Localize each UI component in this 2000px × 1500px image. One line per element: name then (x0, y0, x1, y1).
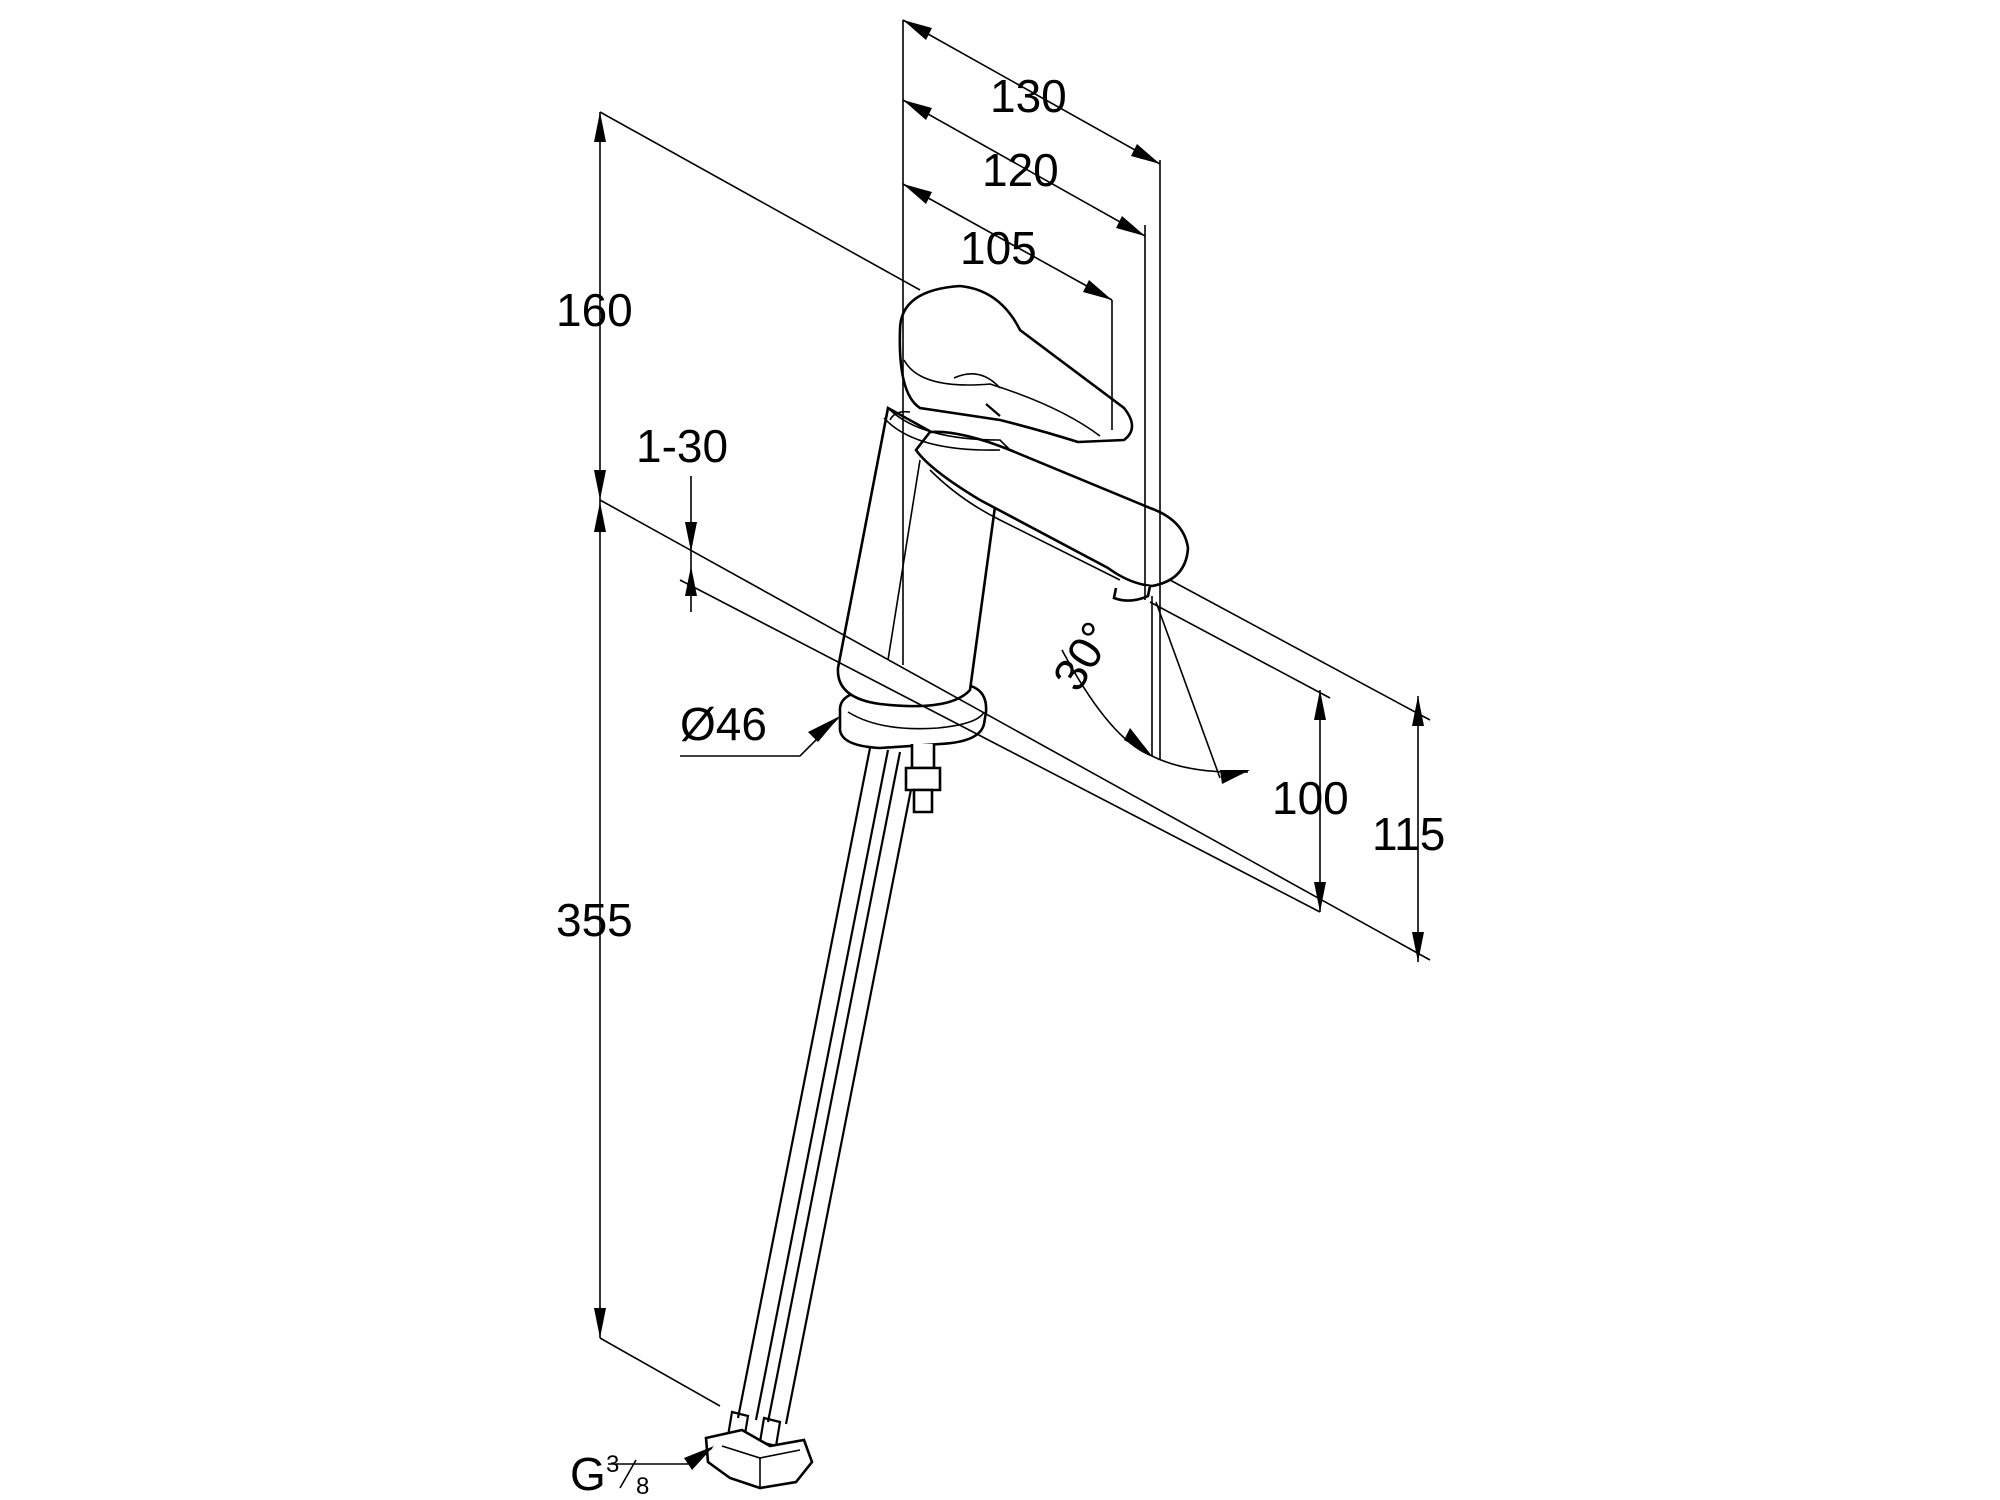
label-115: 115 (1372, 808, 1445, 860)
label-diameter: Ø46 (680, 698, 767, 750)
label-thread-denominator: 8 (636, 1473, 649, 1500)
label-angle: 30° (1042, 613, 1123, 700)
label-thickness: 1-30 (636, 420, 728, 472)
label-100: 100 (1272, 772, 1349, 824)
label-130: 130 (990, 70, 1067, 122)
angle-arc (1061, 649, 1249, 773)
label-thread: G (570, 1448, 606, 1500)
label-120: 120 (982, 144, 1059, 196)
dimension-labels: 130 120 105 160 1-30 Ø46 30° 355 100 115… (556, 70, 1445, 1500)
label-105: 105 (960, 222, 1037, 274)
label-thread-numerator: 3 (606, 1451, 619, 1478)
faucet (704, 284, 1190, 1490)
lever-handle (883, 284, 1134, 451)
spout (914, 430, 1190, 602)
label-160: 160 (556, 284, 633, 336)
dimension-lines (594, 19, 1431, 1470)
label-355: 355 (556, 894, 633, 946)
supply-hoses (704, 747, 920, 1490)
